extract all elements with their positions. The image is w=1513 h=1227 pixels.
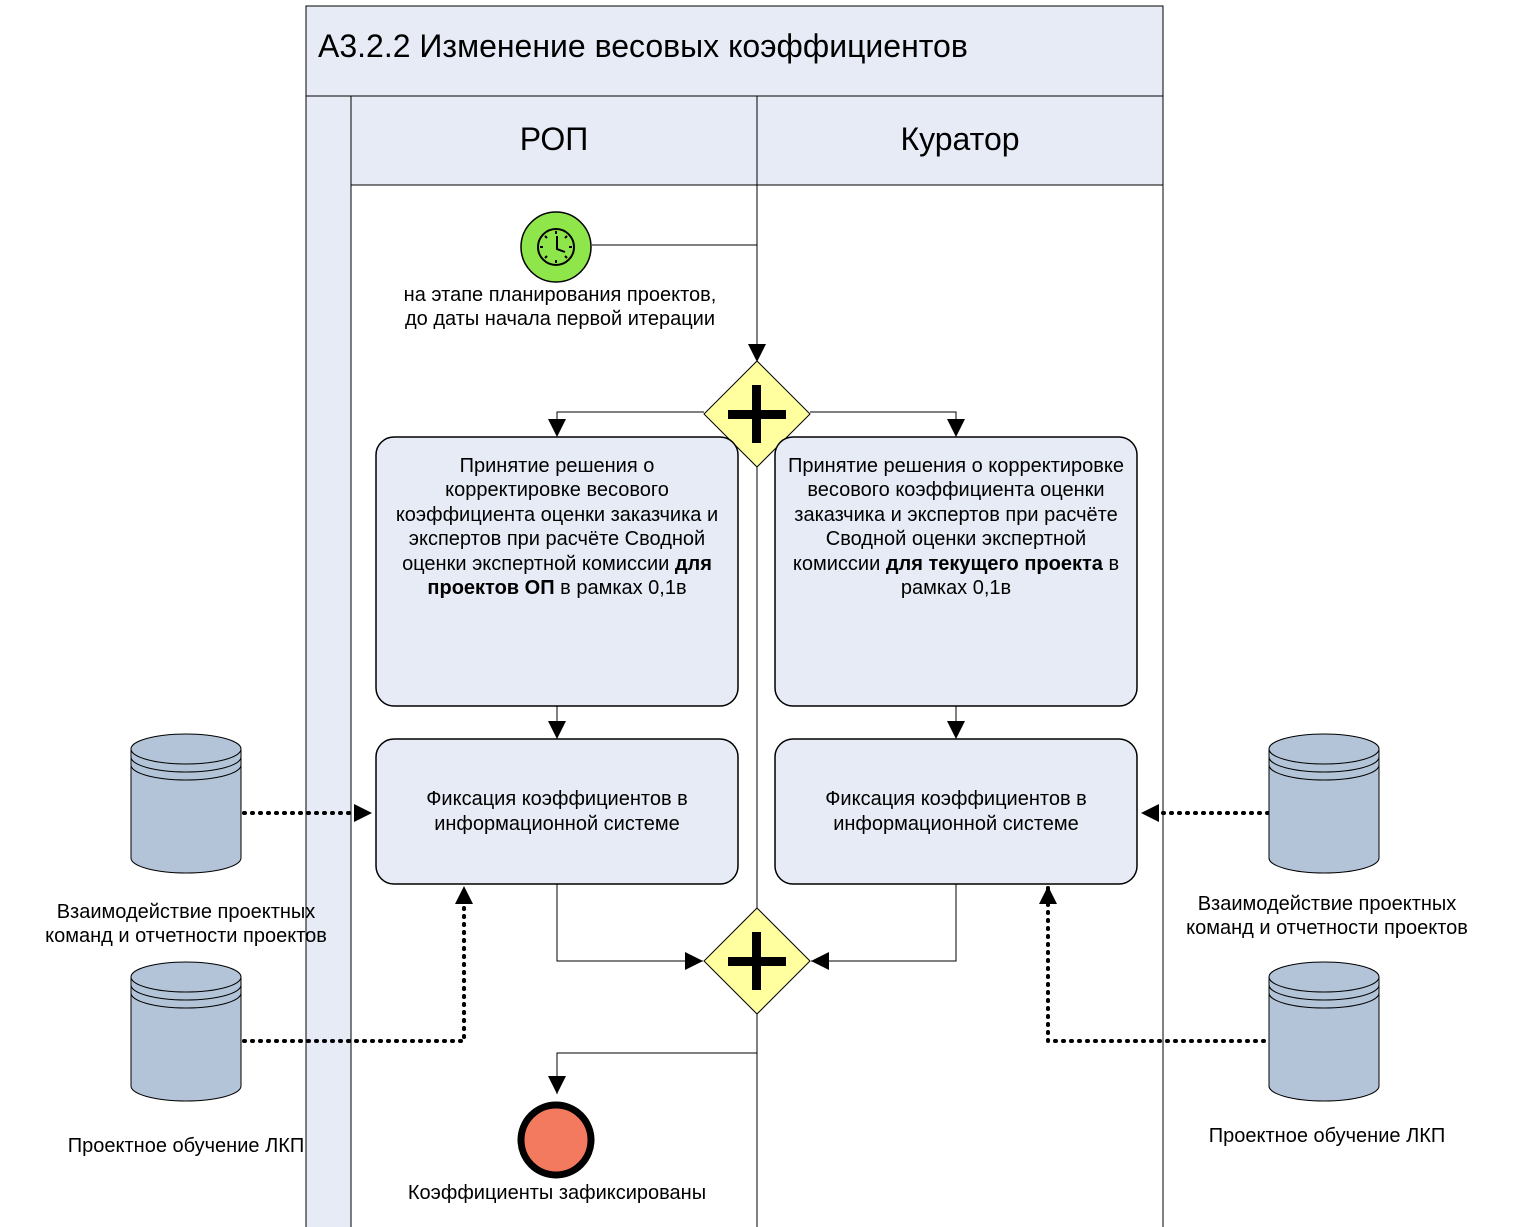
end-event xyxy=(517,1101,595,1179)
data-store-left-bottom xyxy=(130,961,242,1102)
flow-join-to-end xyxy=(548,1014,758,1094)
data-store-right-bottom-label: Проектное обучение ЛКП xyxy=(1208,1125,1446,1147)
plus-icon xyxy=(728,385,786,443)
flow-rop-fix-to-join xyxy=(556,884,703,970)
data-store-right-top-label-line2: команд и отчетности проектов xyxy=(1186,917,1468,940)
task-fix-rop[interactable]: Фиксация коэффициентов в информационной … xyxy=(380,742,734,881)
assoc-right-bottom xyxy=(1039,884,1274,1043)
task-decision-curator-text-after: в рамках 0,1в xyxy=(900,552,1120,599)
lane-header-rop xyxy=(350,95,758,186)
task-fix-curator[interactable]: Фиксация коэффициентов в информационной … xyxy=(779,742,1133,881)
task-decision-curator[interactable]: Принятие решения о корректировке весовог… xyxy=(785,454,1127,600)
start-event-label-line1: на этапе планирования проектов, xyxy=(403,284,717,306)
task-fix-curator-text: Фиксация коэффициентов в информационной … xyxy=(825,788,1087,835)
task-decision-rop-text-after: в рамках 0,1в xyxy=(554,576,687,599)
data-store-left-top-label-line1: Взаимодействие проектных xyxy=(56,901,316,923)
data-store-left-top-label-line2: команд и отчетности проектов xyxy=(45,925,327,948)
lane-header-curator xyxy=(756,95,1164,186)
data-store-right-bottom xyxy=(1268,961,1380,1102)
data-store-right-top xyxy=(1268,733,1380,874)
data-store-right-top-label-line1: Взаимодействие проектных xyxy=(1197,893,1457,915)
end-event-label: Коэффициенты зафиксированы xyxy=(407,1182,707,1204)
task-box-decision-curator xyxy=(774,436,1138,707)
start-timer-event xyxy=(520,211,592,283)
task-decision-curator-bold: для текущего проекта xyxy=(885,552,1103,575)
data-store-left-top-label: Взаимодействие проектных команд и отчетн… xyxy=(0,900,372,949)
pool-header xyxy=(305,5,1164,97)
task-fix-rop-text: Фиксация коэффициентов в информационной … xyxy=(426,788,688,835)
flow-start-to-split xyxy=(592,244,766,362)
pool-side-strip xyxy=(305,95,352,1227)
task-box-fix-rop xyxy=(375,738,739,885)
lane-title-curator: Куратор xyxy=(900,121,1020,157)
start-event-label-line2: до даты начала первой итерации xyxy=(404,308,716,331)
plus-icon xyxy=(728,932,786,990)
data-store-left-top xyxy=(130,733,242,874)
pool-title: А3.2.2 Изменение весовых коэффициентов xyxy=(318,28,968,64)
data-store-left-bottom-label: Проектное обучение ЛКП xyxy=(67,1135,305,1157)
task-decision-curator-text: Принятие решения о корректировке весовог… xyxy=(788,455,1124,575)
lane-title-rop: РОП xyxy=(519,121,589,157)
parallel-gateway-join xyxy=(703,907,811,1015)
task-decision-rop-bold: для проектов ОП xyxy=(427,552,712,599)
flow-curator-fix-to-join xyxy=(811,884,957,970)
flow-split-to-curator-decision xyxy=(810,411,965,437)
task-box-decision-rop xyxy=(375,436,739,707)
task-decision-rop[interactable]: Принятие решения о корректировке весовог… xyxy=(390,454,724,600)
flow-split-to-rop-decision xyxy=(548,411,704,437)
task-box-fix-curator xyxy=(774,738,1138,885)
task-decision-rop-text: Принятие решения о корректировке весовог… xyxy=(395,455,719,575)
assoc-left-bottom xyxy=(242,884,473,1043)
clock-icon xyxy=(537,228,575,266)
start-event-label: на этапе планирования проектов, до даты … xyxy=(340,283,780,332)
data-store-right-top-label: Взаимодействие проектных команд и отчетн… xyxy=(1141,892,1513,941)
